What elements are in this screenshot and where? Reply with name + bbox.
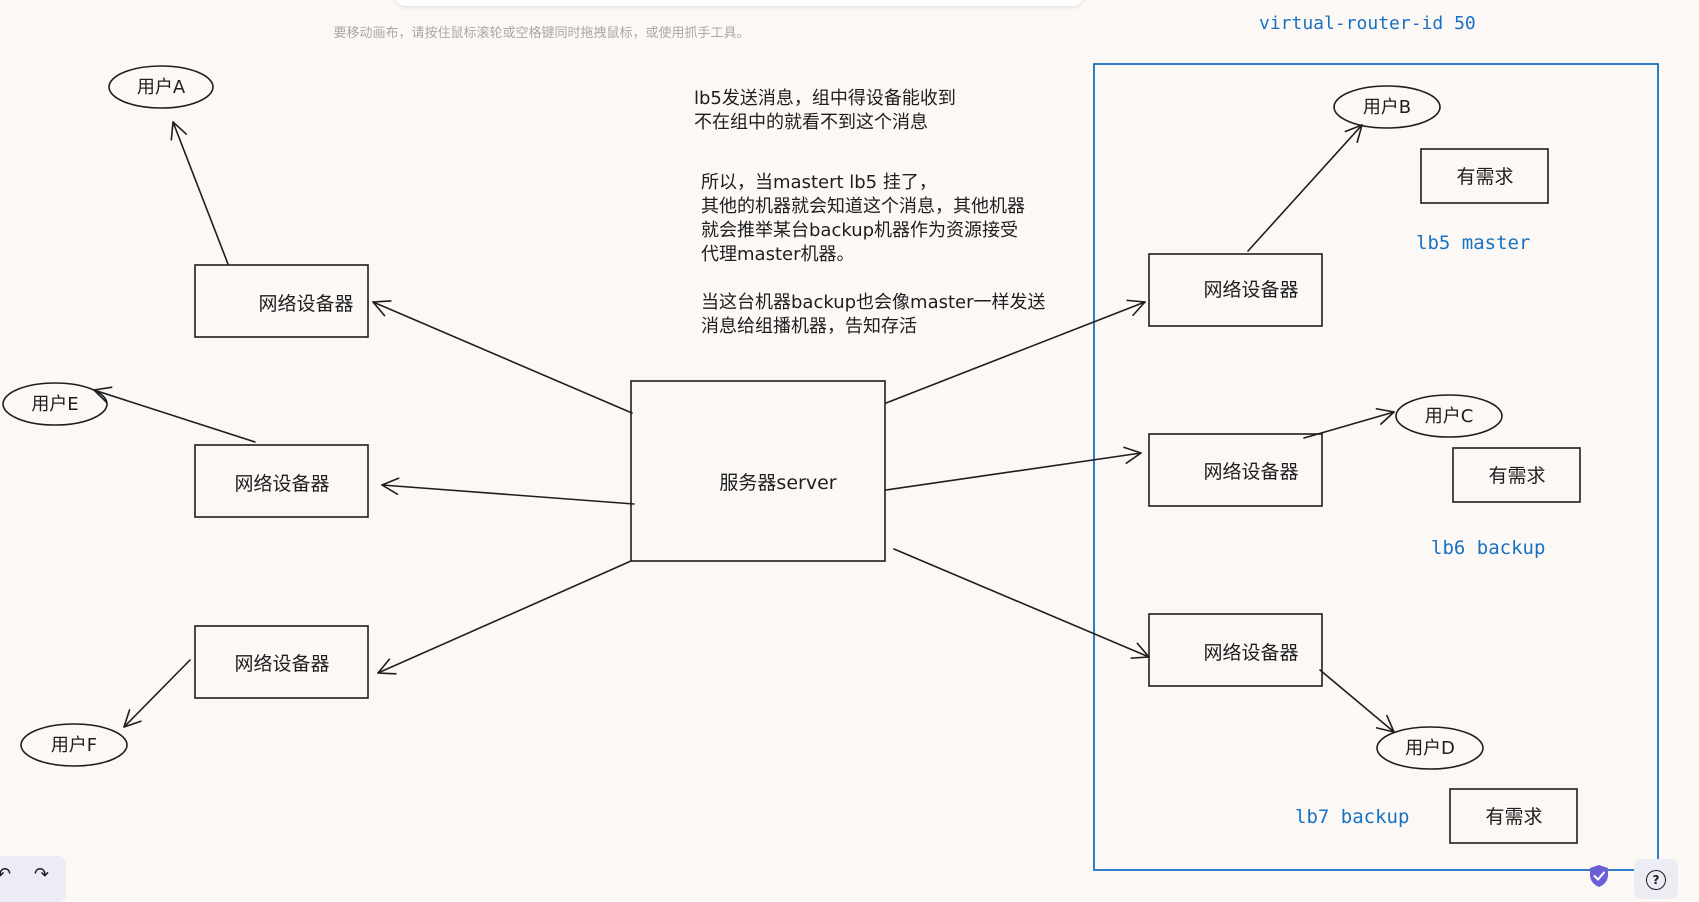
redo-icon[interactable]: ↷	[34, 864, 50, 885]
failover-note[interactable]: 所以，当mastert lb5 挂了， 其他的机器就会知道这个消息，其他机器 就…	[701, 172, 1046, 337]
right-device-3-label: 网络设备器	[1203, 642, 1298, 664]
left-device-1-label: 网络设备器	[258, 293, 353, 315]
multicast-note[interactable]: lb5发送消息，组中得设备能收到 不在组中的就看不到这个消息	[694, 88, 956, 133]
shield-icon[interactable]	[1588, 864, 1610, 888]
right-device-2-label: 网络设备器	[1203, 461, 1298, 483]
right-device-2[interactable]: 网络设备器	[1148, 433, 1323, 507]
help-icon: ?	[1646, 870, 1666, 890]
failover-note-line-1: 所以，当mastert lb5 挂了，	[701, 172, 937, 193]
role-label-lb7[interactable]: lb7 backup	[1295, 806, 1409, 828]
user-c-label: 用户C	[1425, 406, 1474, 427]
failover-note-line-5: 当这台机器backup也会像master一样发送	[701, 292, 1046, 313]
user-e[interactable]: 用户E	[2, 382, 108, 426]
right-device-1[interactable]: 网络设备器	[1148, 253, 1323, 327]
arrow-server-to-right-device-1[interactable]	[885, 299, 1146, 404]
left-device-3[interactable]: 网络设备器	[194, 625, 369, 699]
left-device-3-label: 网络设备器	[234, 653, 329, 675]
left-device-1[interactable]: 网络设备器	[194, 264, 369, 338]
demand-box-2[interactable]: 有需求	[1452, 447, 1581, 503]
demand-box-3[interactable]: 有需求	[1449, 788, 1578, 844]
arrow-left-device-2-to-user-e[interactable]	[93, 386, 256, 443]
failover-note-line-2: 其他的机器就会知道这个消息，其他机器	[701, 196, 1025, 217]
arrow-left-device-3-to-user-f[interactable]	[123, 659, 191, 728]
user-d[interactable]: 用户D	[1376, 726, 1484, 770]
arrow-right-device-3-to-user-d[interactable]	[1319, 669, 1395, 733]
group-title: virtual-router-id 50	[1259, 13, 1476, 34]
arrow-server-to-right-device-3[interactable]	[893, 548, 1150, 659]
role-label-lb6[interactable]: lb6 backup	[1431, 537, 1545, 559]
router-group-frame[interactable]	[1093, 63, 1659, 871]
server-node[interactable]: 服务器server	[630, 380, 886, 562]
role-label-lb5[interactable]: lb5 master	[1416, 232, 1530, 254]
arrow-left-device-1-to-user-a[interactable]	[170, 121, 229, 265]
user-e-label: 用户E	[31, 394, 78, 415]
arrow-server-to-left-device-1[interactable]	[372, 300, 633, 414]
user-f[interactable]: 用户F	[20, 723, 128, 767]
user-d-label: 用户D	[1405, 738, 1455, 759]
server-label: 服务器server	[719, 472, 836, 494]
demand-box-3-label: 有需求	[1485, 806, 1542, 828]
right-device-3[interactable]: 网络设备器	[1148, 613, 1323, 687]
user-a-label: 用户A	[137, 77, 186, 98]
arrow-server-to-left-device-2[interactable]	[381, 477, 635, 505]
failover-note-line-6: 消息给组播机器，告知存活	[701, 316, 917, 337]
canvas-hint: 要移动画布，请按住鼠标滚轮或空格键同时拖拽鼠标，或使用抓手工具。	[333, 26, 750, 41]
demand-box-1[interactable]: 有需求	[1420, 148, 1549, 204]
multicast-note-line-2: 不在组中的就看不到这个消息	[694, 112, 928, 133]
arrow-right-device-1-to-user-b[interactable]	[1247, 124, 1363, 252]
undo-redo-panel: ↶ ↷	[0, 856, 66, 902]
user-a[interactable]: 用户A	[108, 65, 214, 109]
demand-box-2-label: 有需求	[1488, 465, 1545, 487]
failover-note-line-3: 就会推举某台backup机器作为资源接受	[701, 220, 1018, 241]
top-toolbar	[395, 0, 1083, 6]
help-button[interactable]: ?	[1634, 859, 1678, 899]
user-c[interactable]: 用户C	[1395, 394, 1503, 438]
left-device-2[interactable]: 网络设备器	[194, 444, 369, 518]
arrow-server-to-left-device-3[interactable]	[377, 560, 632, 675]
arrow-server-to-right-device-2[interactable]	[885, 446, 1142, 491]
user-b-label: 用户B	[1363, 97, 1411, 118]
undo-icon[interactable]: ↶	[0, 864, 12, 885]
user-f-label: 用户F	[51, 735, 97, 756]
right-device-1-label: 网络设备器	[1203, 279, 1298, 301]
failover-note-line-4: 代理master机器。	[701, 244, 854, 265]
multicast-note-line-1: lb5发送消息，组中得设备能收到	[694, 88, 956, 109]
left-device-2-label: 网络设备器	[234, 473, 329, 495]
demand-box-1-label: 有需求	[1456, 166, 1513, 188]
user-b[interactable]: 用户B	[1333, 85, 1441, 129]
